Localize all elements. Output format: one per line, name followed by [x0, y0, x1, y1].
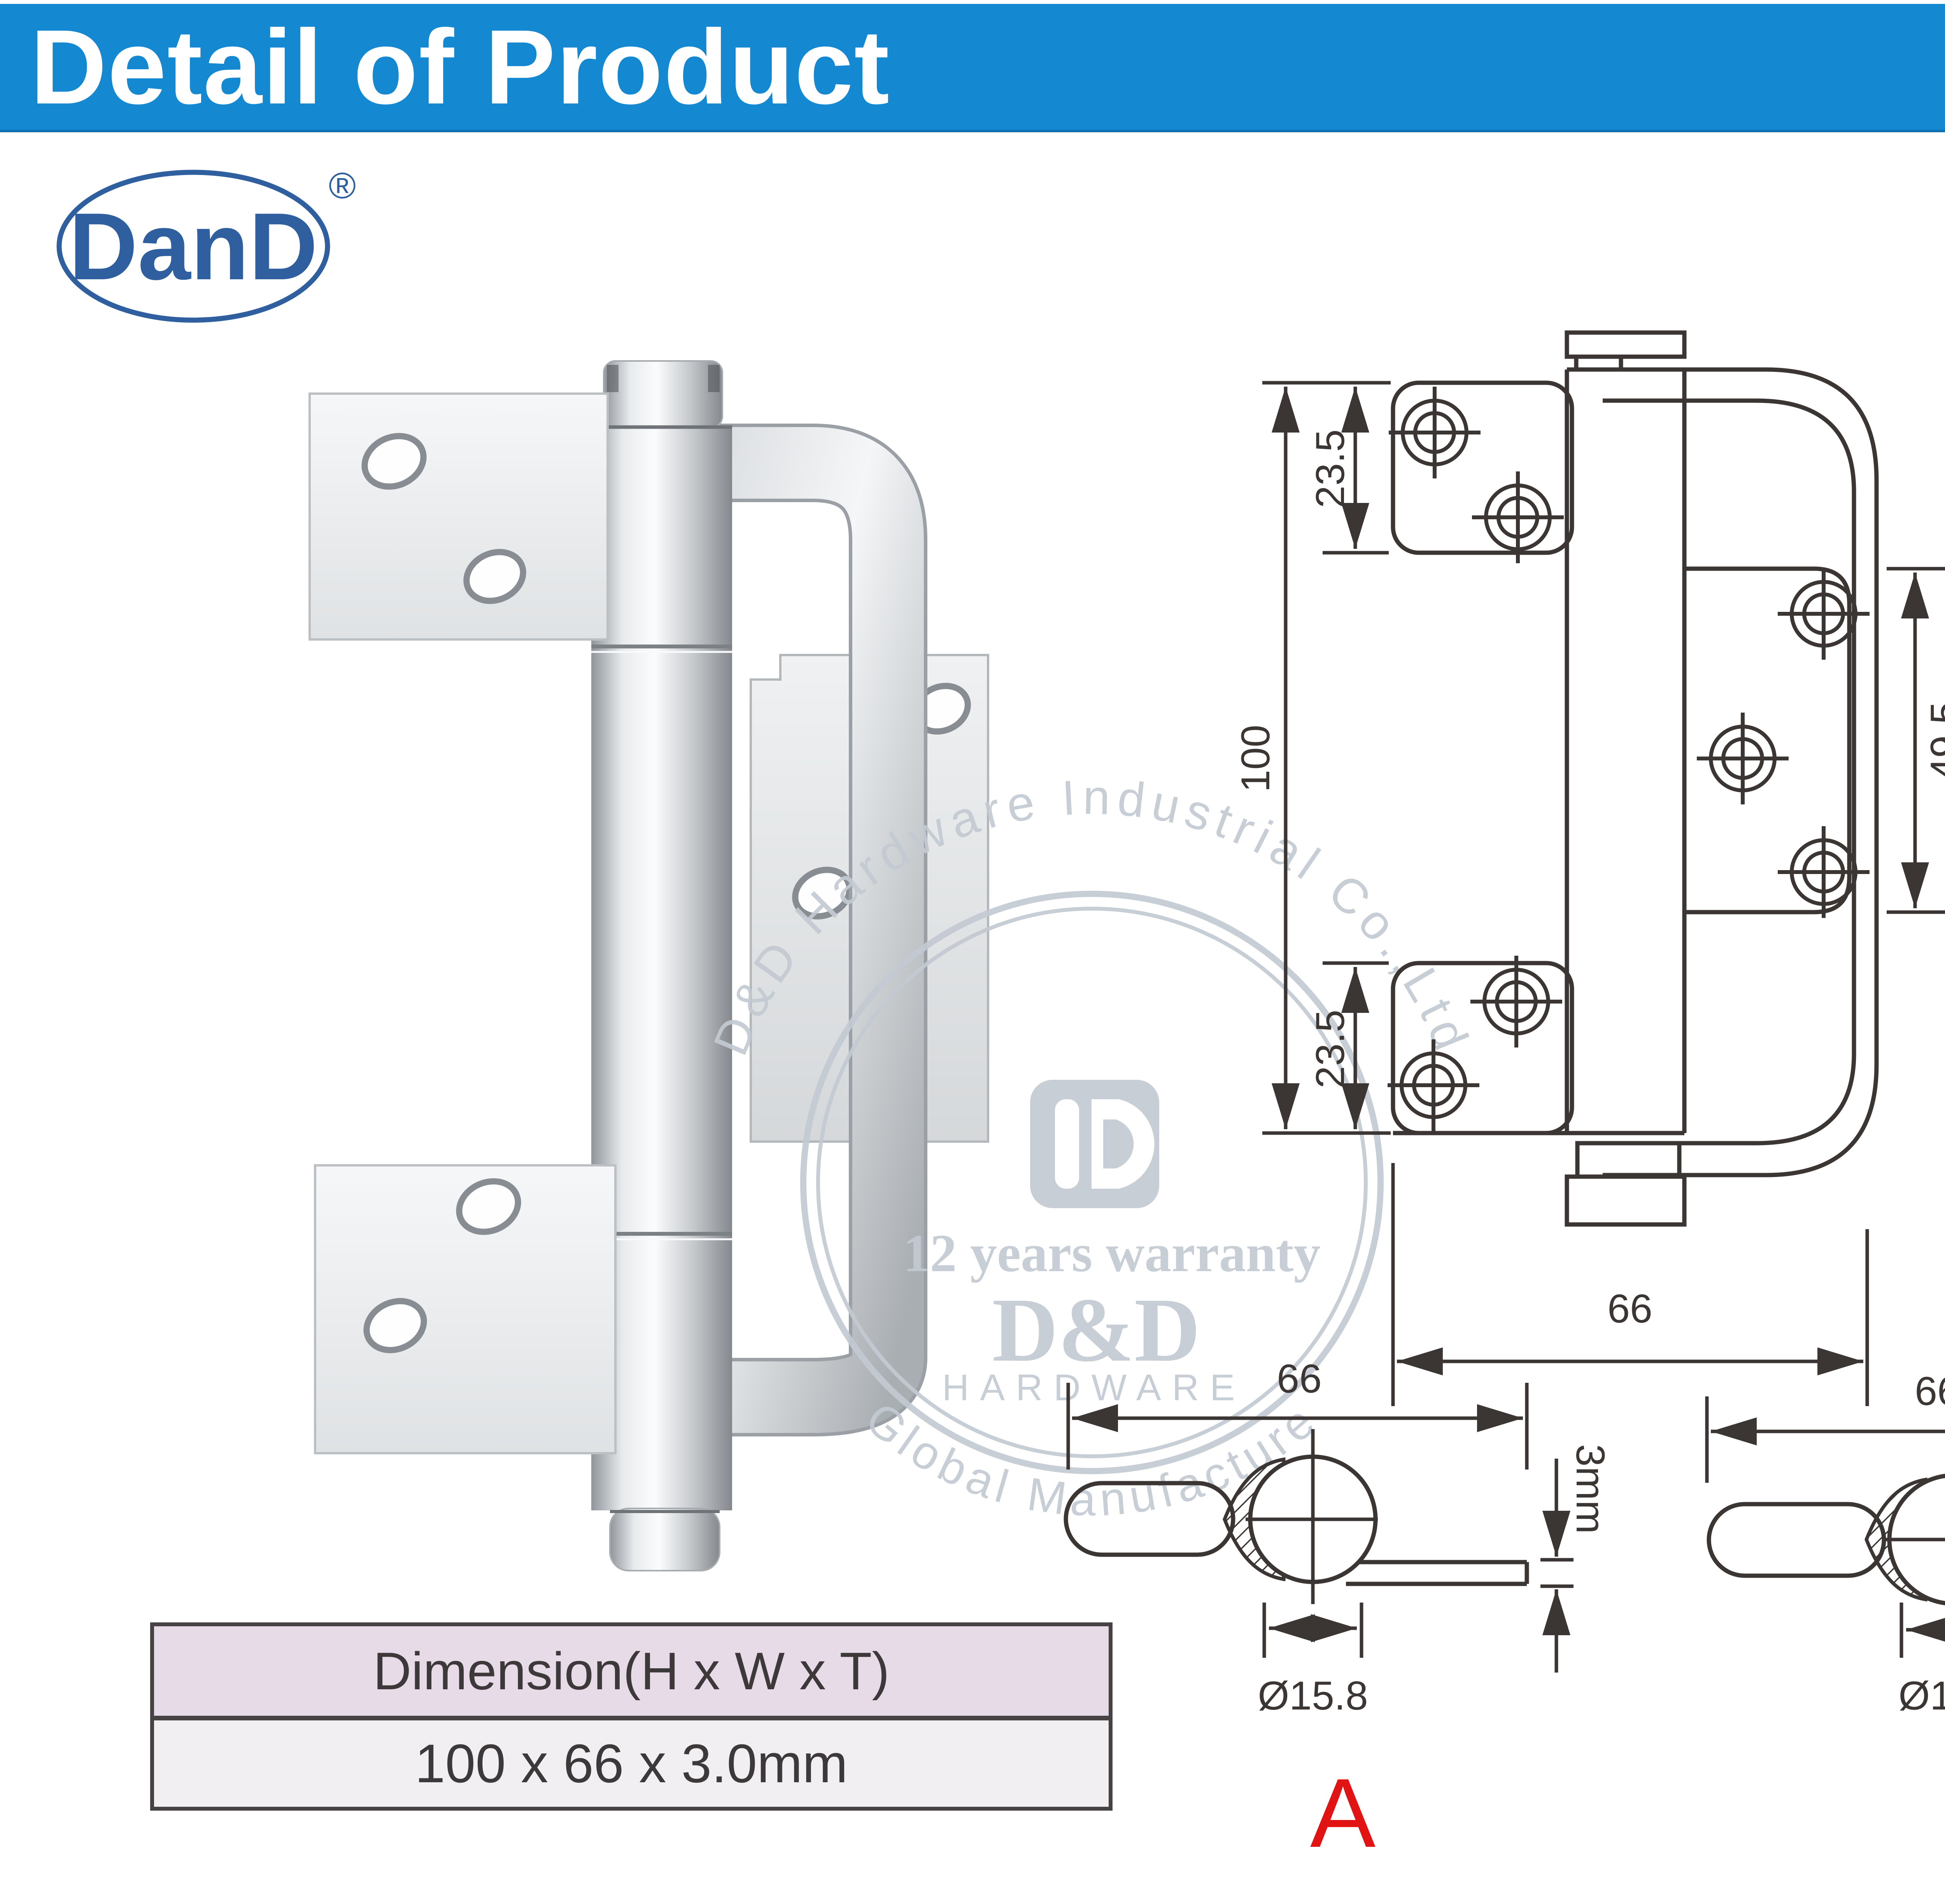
- watermark-warranty: 12 years warranty: [903, 1223, 1320, 1283]
- dimension-table-value: 100 x 66 x 3.0mm: [154, 1720, 1109, 1807]
- registered-trademark-icon: ®: [329, 165, 356, 207]
- header-banner: Detail of Product: [0, 4, 1945, 132]
- photo-top-left-plate: [308, 392, 609, 641]
- dim-front-hole-span: 49.5: [1922, 702, 1945, 780]
- dim-b-diameter: Ø15.8: [1898, 1673, 1945, 1718]
- side-view-a: 66 3mm Ø15.8 A: [1064, 1356, 1613, 1868]
- watermark-arc-bottom-text: Global Manufacture: [856, 1392, 1328, 1526]
- photo-right-plate: [750, 654, 989, 1143]
- dim-a-length: 66: [1277, 1356, 1322, 1401]
- dim-a-thickness: 3mm: [1568, 1444, 1613, 1534]
- photo-barrel: [591, 360, 732, 1571]
- photo-pull-handle: [683, 424, 927, 1436]
- dim-front-bottom-offset: 23.5: [1308, 1010, 1353, 1088]
- dimension-table-value-label: 100 x 66 x 3.0mm: [415, 1733, 848, 1794]
- brand-logo: DanD ®: [56, 165, 356, 323]
- logo-ellipse: [56, 170, 330, 323]
- dimension-table-header-label: Dimension(H x W x T): [373, 1641, 890, 1701]
- front-view-outline: [1391, 330, 1879, 1227]
- front-view-dimensions: [1262, 381, 1945, 1406]
- dim-b-length: 66: [1915, 1369, 1945, 1414]
- side-view-b: 66 3mm Ø15.8 B: [1705, 1369, 1945, 1718]
- logo-wordmark: DanD: [69, 193, 318, 300]
- watermark-rings: [800, 891, 1384, 1474]
- dim-front-top-offset: 23.5: [1308, 429, 1353, 508]
- dim-front-width: 66: [1607, 1286, 1652, 1331]
- dd-logo-mark: [1030, 1080, 1159, 1208]
- watermark-brand-sub: HARDWARE: [942, 1367, 1246, 1408]
- watermark-arc-top-text: D&D Hardware Industrial Co.,Ltd: [703, 769, 1481, 1063]
- photo-bottom-left-plate: [314, 1164, 617, 1454]
- side-view-a-label: A: [1310, 1759, 1376, 1868]
- page-title: Detail of Product: [30, 7, 890, 126]
- dimension-table-header: Dimension(H x W x T): [154, 1626, 1109, 1720]
- dimension-table: Dimension(H x W x T) 100 x 66 x 3.0mm: [150, 1622, 1113, 1811]
- front-view-screw-holes: [1388, 387, 1870, 1131]
- watermark-brand: D&D: [992, 1279, 1200, 1380]
- dim-front-height: 100: [1233, 725, 1278, 792]
- watermark-texts: D&D Hardware Industrial Co.,Ltd Global M…: [703, 769, 1481, 1526]
- dim-a-diameter: Ø15.8: [1258, 1673, 1368, 1718]
